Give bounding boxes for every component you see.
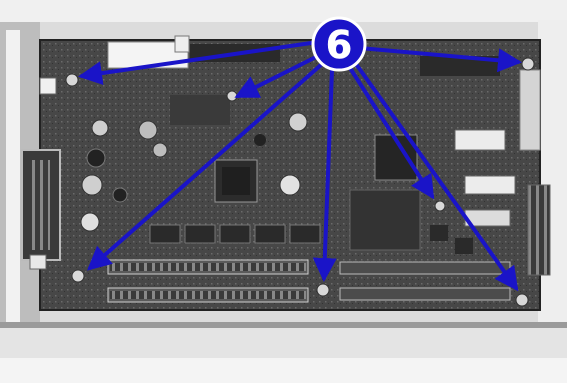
right-header [527, 184, 551, 276]
arrow [348, 66, 435, 200]
callout-arrows [78, 40, 522, 292]
screw [71, 269, 85, 283]
callout-badge: 6 [311, 16, 367, 72]
arrow [354, 62, 519, 292]
callout-number: 6 [326, 23, 352, 67]
logic-board [21, 35, 551, 311]
memory-module [454, 129, 506, 151]
arrow [312, 68, 337, 282]
screw [226, 90, 238, 102]
screw [515, 293, 529, 307]
arrow [78, 40, 320, 86]
screw [521, 57, 535, 71]
screw [316, 283, 330, 297]
screw [65, 73, 79, 87]
right-connector [519, 69, 541, 151]
arrow [358, 46, 522, 73]
chassis-top-edge [0, 0, 567, 22]
arrow [234, 53, 322, 98]
mounting-screws [29, 57, 535, 307]
screw [434, 200, 446, 212]
capacitor [91, 119, 109, 137]
arrow [86, 62, 324, 271]
